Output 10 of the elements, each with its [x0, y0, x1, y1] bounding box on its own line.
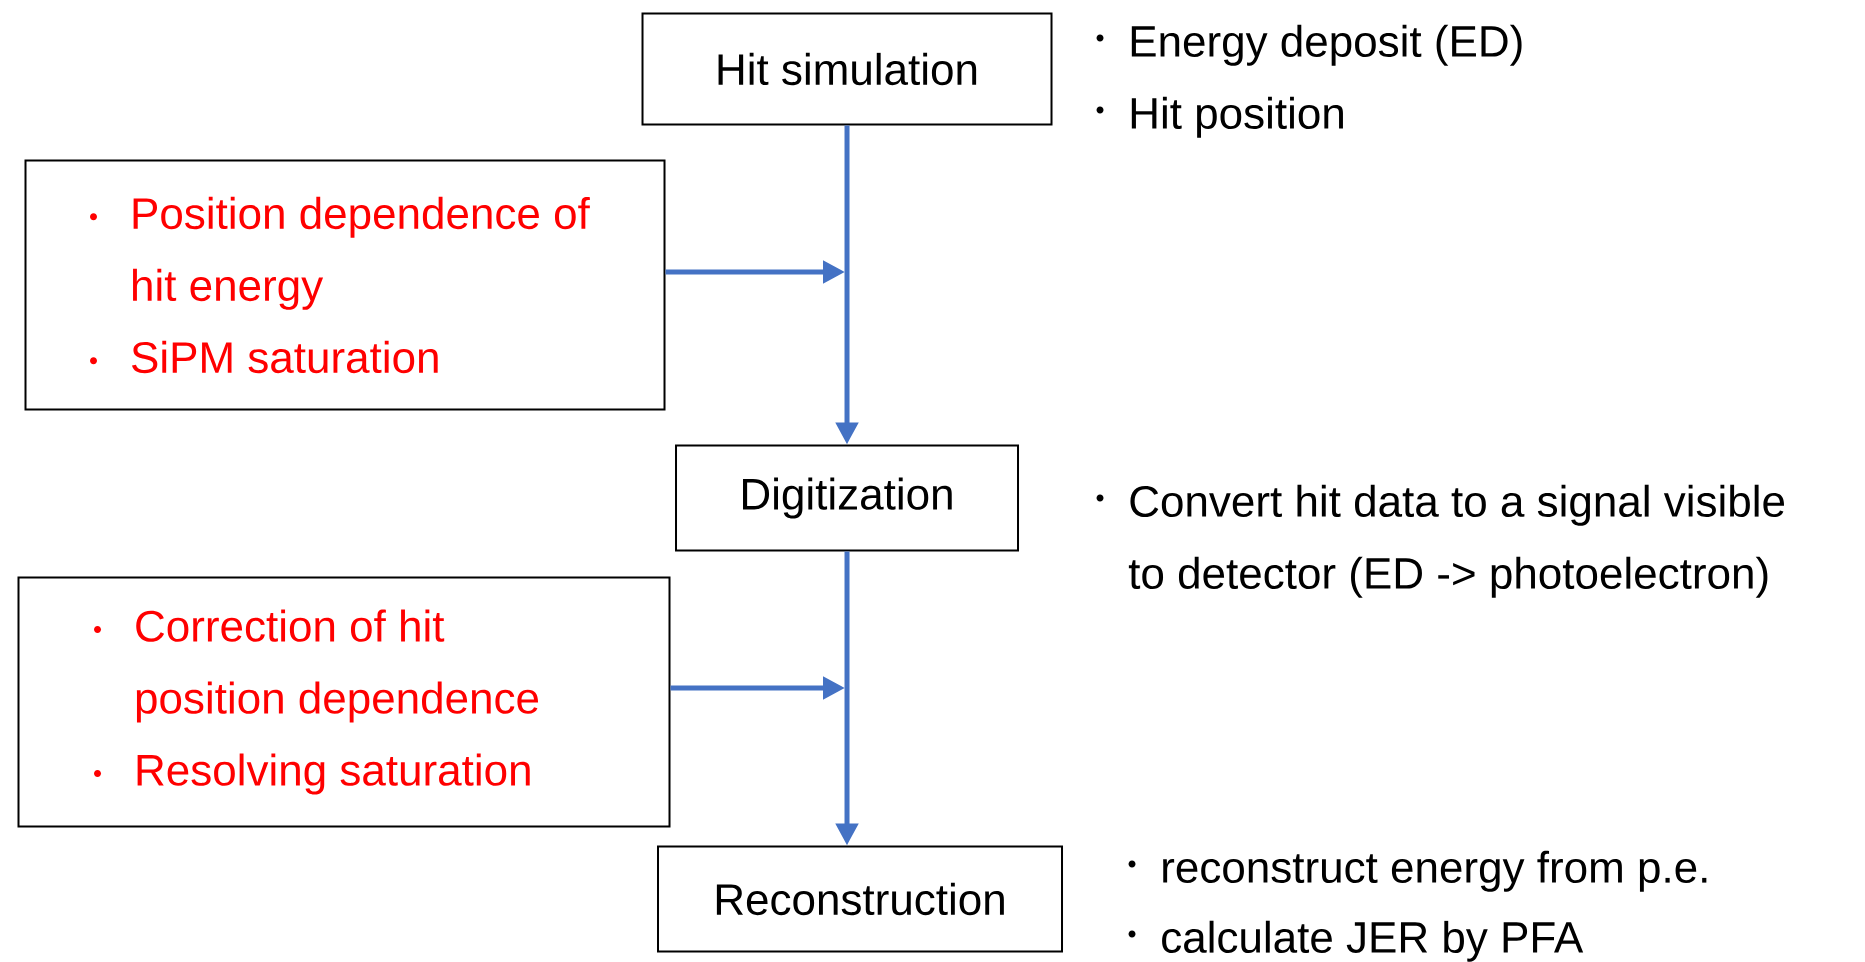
side-note: calculate JER by PFA [1162, 920, 1584, 962]
process-box: Reconstruction [657, 845, 1063, 953]
process-box: Digitization [675, 444, 1019, 552]
side-note: Convert hit data to a signal visible to detector (ED -> photoelectron) [1128, 484, 1784, 598]
note-box: Correction of hit position dependence Resolving saturation [17, 576, 671, 828]
note-box: Position dependence of hit energy SiPM saturation [24, 159, 666, 411]
process-box: Hit simulation [641, 12, 1053, 126]
side-note: reconstruct energy from p.e. [1163, 850, 1707, 892]
side-note: Energy deposit (ED) [1131, 24, 1522, 66]
side-note: Hit position [1131, 96, 1343, 138]
